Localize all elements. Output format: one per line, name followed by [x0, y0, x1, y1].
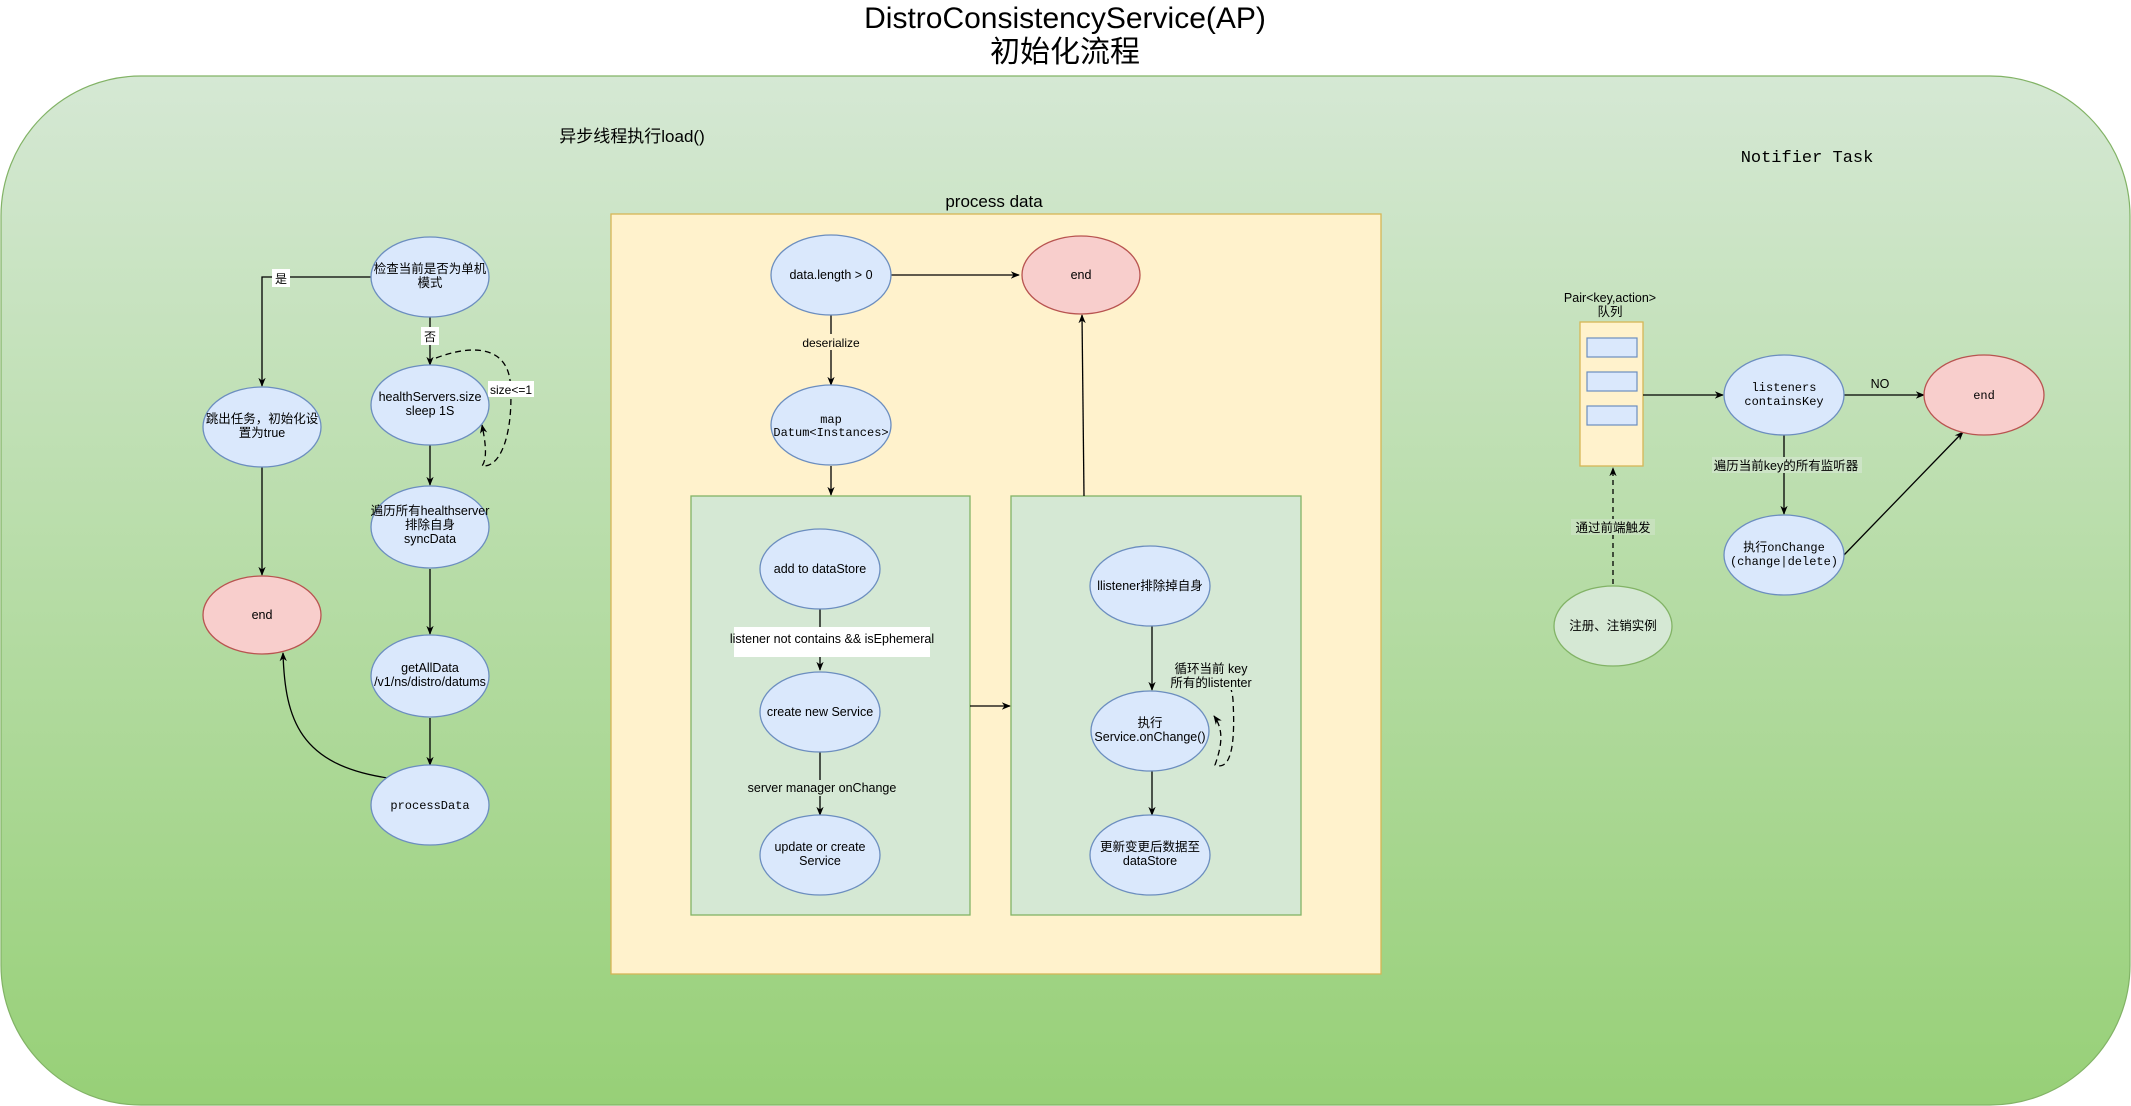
node-update-service-l1: update or create [774, 840, 865, 854]
queue-item-2 [1586, 371, 1638, 392]
node-sync-data-l3: syncData [404, 532, 456, 546]
node-exec-onchange-l1: 执行onChange [1743, 540, 1825, 555]
node-left-end [202, 575, 322, 655]
node-update-datastore [1089, 814, 1211, 896]
label-size: size<=1 [490, 383, 532, 397]
node-left-end-label: end [252, 608, 273, 622]
node-exec-onchange-l2: (change|delete) [1730, 555, 1838, 569]
node-register-instance-label: 注册、注销实例 [1569, 618, 1657, 633]
node-listener-exclude-label: llistener排除掉自身 [1097, 578, 1203, 593]
queue-item-1 [1586, 337, 1638, 358]
label-bg-size [488, 381, 534, 397]
label-server-manager: server manager onChange [748, 781, 897, 795]
middle-section-title: process data [945, 192, 1043, 211]
node-sync-data-l2: 排除自身 [405, 517, 455, 532]
node-health-servers-l1: healthServers.size [379, 390, 482, 404]
node-sync-data [370, 485, 490, 569]
node-add-datastore-label: add to dataStore [774, 562, 866, 576]
label-bg-trigger [1571, 519, 1655, 535]
label-loop-l1: 循环当前 key [1175, 661, 1249, 676]
node-process-data-label: processData [390, 799, 469, 813]
node-data-length [770, 234, 892, 316]
node-update-service [759, 814, 881, 896]
node-get-all-data [370, 634, 490, 718]
node-right-end-label: end [1973, 389, 1995, 403]
node-exec-onchange [1723, 514, 1845, 596]
node-check-standalone-l2: 模式 [417, 276, 443, 290]
node-listeners-l1: listeners [1752, 381, 1817, 395]
node-update-datastore-l2: dataStore [1123, 854, 1177, 868]
label-bg-listener [734, 627, 930, 657]
label-bg-deserialize [799, 334, 863, 350]
left-section-title: 异步线程执行load() [559, 127, 704, 146]
node-check-standalone [370, 236, 490, 318]
label-bg-loop [1170, 660, 1254, 690]
node-listener-exclude [1089, 545, 1211, 627]
label-bg-yes [272, 269, 290, 287]
node-listeners-l2: containsKey [1744, 395, 1823, 409]
label-deserialize: deserialize [802, 336, 860, 350]
node-skip-task-l2: 置为true [239, 426, 286, 440]
node-update-service-l2: Service [799, 854, 841, 868]
label-bg-no [421, 327, 439, 345]
node-service-onchange-l1: 执行 [1137, 716, 1162, 730]
node-health-servers-l2: sleep 1S [406, 404, 455, 418]
node-create-service-label: create new Service [767, 705, 873, 719]
label-yes: 是 [275, 272, 287, 286]
right-section-title: Notifier Task [1741, 149, 1874, 168]
queue-label-l2: 队列 [1597, 304, 1622, 319]
label-bg-traverse [1712, 457, 1862, 473]
diagram-title-line1: DistroConsistencyService(AP) [864, 2, 1266, 35]
node-create-service [759, 671, 881, 753]
queue-label-l1: Pair<key,action> [1564, 291, 1656, 305]
node-get-all-data-l1: getAllData [401, 661, 459, 675]
edge-check-to-skip [258, 276, 372, 387]
node-add-datastore [759, 528, 881, 610]
node-map-l1: map [820, 413, 842, 427]
node-right-end [1923, 354, 2045, 436]
node-skip-task [202, 386, 322, 468]
edge-process-to-end [279, 652, 389, 779]
edge-listener-to-end [1078, 314, 1086, 497]
node-process-data [370, 764, 490, 846]
node-register-instance [1553, 585, 1673, 667]
node-service-onchange-l2: Service.onChange() [1094, 730, 1205, 744]
node-service-onchange [1090, 690, 1210, 772]
label-trigger: 通过前端触发 [1575, 520, 1651, 535]
node-map-datum [770, 384, 892, 466]
label-no: 否 [424, 330, 436, 344]
label-no-right: NO [1871, 377, 1890, 391]
node-listeners-contains [1723, 354, 1845, 436]
node-update-datastore-l1: 更新变更后数据至 [1100, 839, 1200, 854]
node-health-servers [370, 364, 490, 446]
node-data-length-label: data.length > 0 [789, 268, 872, 282]
label-traverse: 遍历当前key的所有监听器 [1714, 458, 1859, 473]
node-map-l2: Datum<Instances> [773, 426, 888, 440]
node-skip-task-l1: 跳出任务，初始化设 [206, 411, 319, 426]
diagram-title-line2: 初始化流程 [990, 36, 1140, 69]
node-sync-data-l1: 遍历所有healthserver [371, 504, 490, 518]
node-middle-end [1021, 235, 1141, 315]
node-check-standalone-l1: 检查当前是否为单机 [374, 261, 487, 276]
label-bg-server-manager [748, 780, 896, 796]
edge-size-loop [435, 349, 512, 467]
label-loop-l2: 所有的listenter [1170, 675, 1251, 690]
queue-item-3 [1586, 405, 1638, 426]
node-middle-end-label: end [1071, 268, 1092, 282]
label-listener-not-contains: listener not contains && isEphemeral [730, 632, 934, 646]
edge-exec-to-end [1843, 431, 1964, 556]
node-get-all-data-l2: /v1/ns/distro/datums [374, 675, 486, 689]
